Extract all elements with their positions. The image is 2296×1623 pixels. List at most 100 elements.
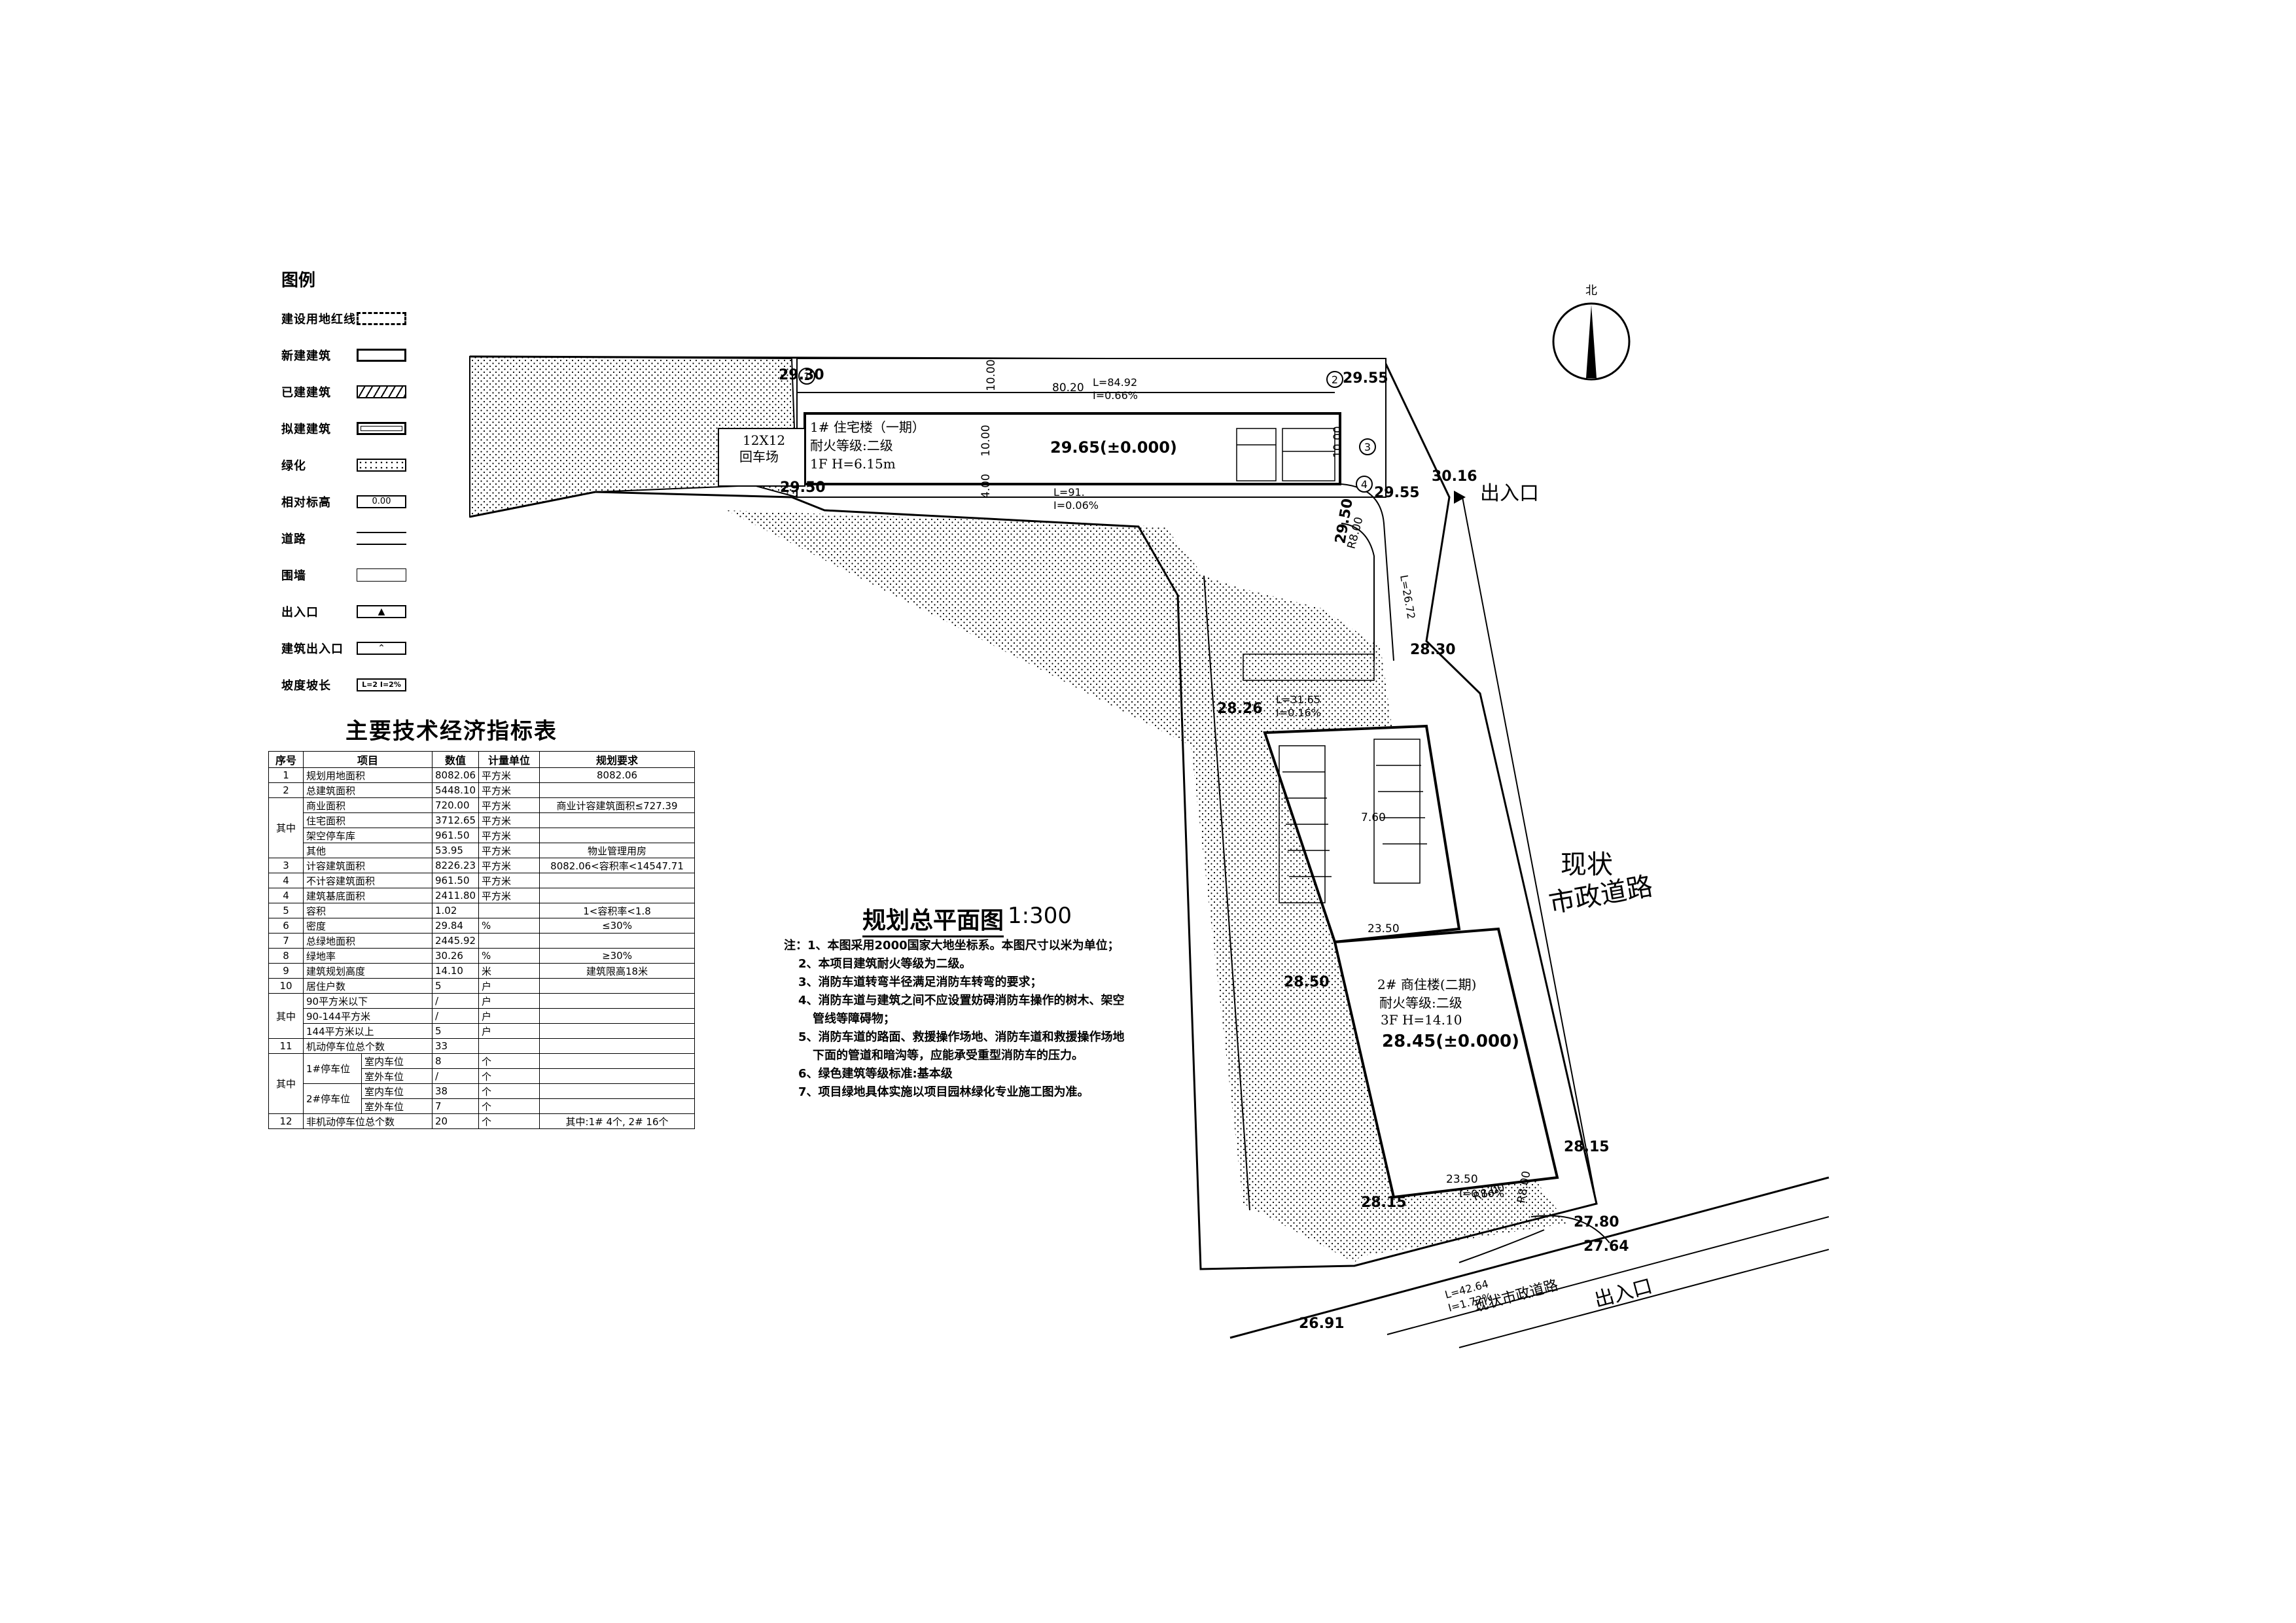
table-cell: 非机动停车位总个数 — [303, 1113, 433, 1129]
new-building-icon — [357, 349, 406, 362]
site-boundary-edge — [469, 491, 596, 518]
note-item: 4、消防车道与建筑之间不应设置妨碍消防车操作的树木、架空 — [798, 994, 1125, 1007]
marker-label: 2 — [1332, 374, 1338, 386]
slope-icon: L=2 I=2% — [357, 678, 406, 691]
elevation-icon: 0.00 — [357, 495, 406, 508]
table-cell: 12 — [268, 1113, 304, 1129]
header-value: 数值 — [431, 751, 480, 768]
table-title: 主要技术经济指标表 — [345, 718, 557, 744]
legend-item-road: 道路 — [281, 520, 438, 557]
legend-label: 建设用地红线 — [281, 313, 356, 326]
building-2-parking-block — [1263, 724, 1461, 944]
table-cell: 建筑限高18米 — [539, 963, 696, 979]
legend: 图例 建设用地红线 新建建筑 已建建筑 拟建建筑 绿化 相对标高 0.00 道路… — [281, 267, 438, 703]
table-cell: 30.26 — [431, 948, 480, 964]
table-cell: ≤30% — [539, 918, 696, 934]
table-cell: 户 — [478, 1008, 540, 1024]
header-req: 规划要求 — [539, 751, 696, 768]
green-area-west-strip — [726, 510, 1567, 1263]
road-municipal-right — [1462, 497, 1597, 1204]
table-cell: 居住户数 — [303, 978, 433, 994]
table-cell: 密度 — [303, 918, 433, 934]
table-cell: 规划用地面积 — [303, 767, 433, 783]
note-item: 管线等障碍物； — [813, 1012, 895, 1026]
table-cell: 其中 — [268, 993, 304, 1039]
slope-label: L=31.65 — [1276, 693, 1320, 706]
note-item: 下面的管道和暗沟等，应能承受重型消防车的压力。 — [813, 1049, 1084, 1062]
entrance-icon: ▲ — [357, 605, 406, 618]
legend-item-elevation: 相对标高 0.00 — [281, 483, 438, 520]
table-cell: 平方米 — [478, 797, 540, 813]
table-cell: 8226.23 — [431, 858, 480, 873]
table-header-row: 序号 项目 数值 计量单位 规划要求 — [268, 751, 696, 768]
building-1-elevation: 29.65(±0.000) — [1050, 438, 1177, 457]
elevation-label: 29.30 — [779, 367, 824, 383]
plan-title: 规划总平面图 — [862, 901, 1004, 937]
table-cell — [539, 933, 696, 949]
table-cell: 20 — [431, 1113, 480, 1129]
table-cell: % — [478, 918, 540, 934]
table-cell: 室外车位 — [361, 1098, 433, 1114]
note-item: 1、本图采用2000国家大地坐标系。本图尺寸以米为单位； — [807, 939, 1120, 952]
header-item: 项目 — [303, 751, 433, 768]
elevation-label: 28.15 — [1564, 1139, 1610, 1155]
elevation-label: 27.80 — [1574, 1214, 1619, 1230]
legend-item-redline: 建设用地红线 — [281, 300, 438, 337]
table-cell: 平方米 — [478, 888, 540, 903]
table-cell — [539, 782, 696, 798]
dim-label: 4.00 — [980, 474, 993, 498]
table-cell: 商业计容建筑面积≤727.39 — [539, 797, 696, 813]
dim-label: 10.00 — [1332, 426, 1345, 458]
table-cell: 平方米 — [478, 858, 540, 873]
legend-item-building-entrance: 建筑出入口 ⌃ — [281, 630, 438, 667]
table-cell: 其中 — [268, 1053, 304, 1114]
north-label: 北 — [1585, 284, 1597, 298]
table-cell: 个 — [478, 1113, 540, 1129]
elevation-label: 29.50 — [780, 480, 826, 496]
table-cell: 2#停车位 — [303, 1083, 362, 1114]
table-cell: 室内车位 — [361, 1083, 433, 1099]
table-cell: 总绿地面积 — [303, 933, 433, 949]
notes-prefix: 注： — [784, 939, 807, 952]
legend-item-greenery: 绿化 — [281, 447, 438, 483]
table-cell: 户 — [478, 993, 540, 1009]
elevation-label: 28.30 — [1410, 642, 1456, 658]
table-cell: 1#停车位 — [303, 1053, 362, 1084]
table-cell: 53.95 — [431, 843, 480, 858]
table-cell: 8082.06 — [431, 767, 480, 783]
entrance-arrow-icon — [1454, 491, 1466, 504]
road-icon — [357, 532, 406, 545]
table-row: 90-144平方米/户 — [269, 1008, 696, 1024]
dim-label: 10.00 — [985, 359, 998, 391]
marker-label: 4 — [1361, 478, 1368, 491]
table-cell: 户 — [478, 1023, 540, 1039]
table-cell — [539, 873, 696, 888]
road-curve — [1341, 523, 1375, 661]
building-2 — [1333, 927, 1559, 1199]
dim-label: 7.60 — [1361, 811, 1386, 824]
legend-label: 相对标高 — [281, 496, 331, 510]
north-arrow-icon — [1586, 305, 1597, 378]
road-curve — [1341, 483, 1394, 661]
legend-label: 道路 — [281, 532, 306, 546]
building-entrance-icon: ⌃ — [357, 642, 406, 655]
slope-label: L=91. — [1053, 486, 1085, 498]
building-2-elevation: 28.45(±0.000) — [1382, 1032, 1519, 1051]
table-cell: 建筑规划高度 — [303, 963, 433, 979]
building-1 — [804, 412, 1341, 485]
table-cell — [539, 1053, 696, 1069]
table-cell: 不计容建筑面积 — [303, 873, 433, 888]
table-cell: 1 — [268, 767, 304, 783]
table-cell: 11 — [268, 1038, 304, 1054]
table-cell: 2411.80 — [431, 888, 480, 903]
table-cell: 平方米 — [478, 843, 540, 858]
